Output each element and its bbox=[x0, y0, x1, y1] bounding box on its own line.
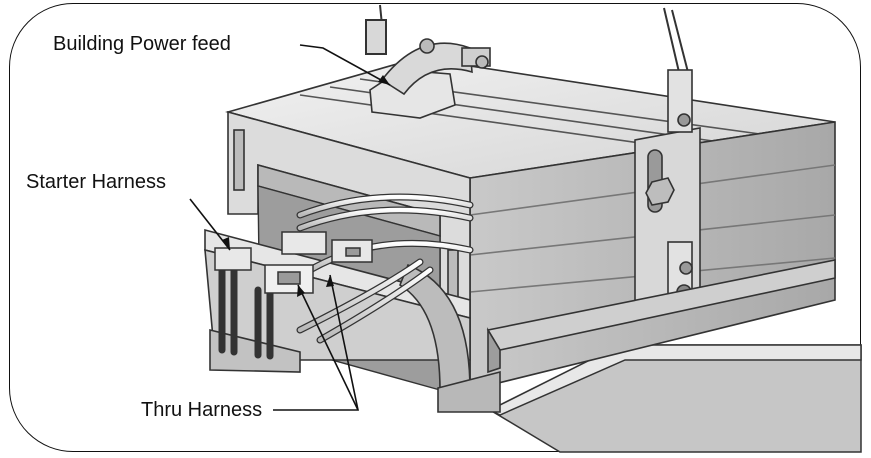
harness-connectors bbox=[214, 231, 373, 294]
leader-arrowheads bbox=[222, 75, 390, 297]
label-thru-harness: Thru Harness bbox=[141, 399, 263, 421]
label-starter-harness: Starter Harness bbox=[26, 171, 167, 193]
leader-lines bbox=[189, 44, 391, 411]
ceiling-plate bbox=[488, 344, 862, 453]
hanger-wires bbox=[365, 4, 691, 86]
wire-harness bbox=[218, 193, 474, 360]
mounting-bracket bbox=[634, 69, 701, 322]
power-feed-clamp bbox=[369, 38, 491, 119]
lower-channel bbox=[437, 259, 836, 413]
label-building-power-feed: Building Power feed bbox=[53, 33, 231, 55]
